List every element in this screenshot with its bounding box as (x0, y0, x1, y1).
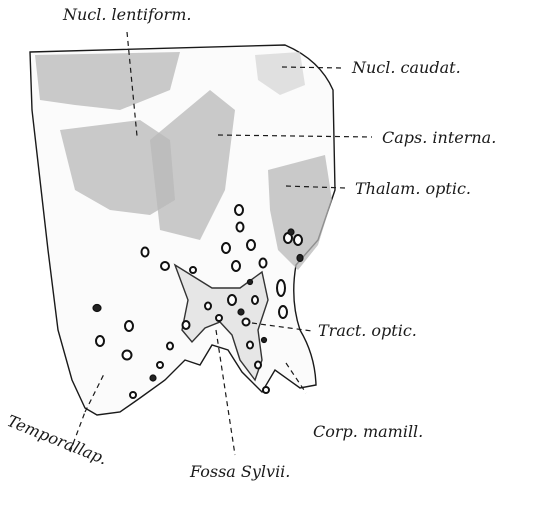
label-thalam-optic: Thalam. optic. (355, 179, 471, 198)
label-caps-interna: Caps. interna. (382, 128, 496, 147)
label-nucl-caudat: Nucl. caudat. (351, 58, 461, 77)
label-fossa-sylvii: Fossa Sylvii. (189, 462, 290, 481)
label-tract-optic: Tract. optic. (318, 321, 417, 340)
label-corp-mamill: Corp. mamill. (313, 422, 423, 441)
label-nucl-lentiform: Nucl. lentiform. (62, 5, 191, 24)
label-temporallap: Temporallap. (5, 411, 111, 468)
